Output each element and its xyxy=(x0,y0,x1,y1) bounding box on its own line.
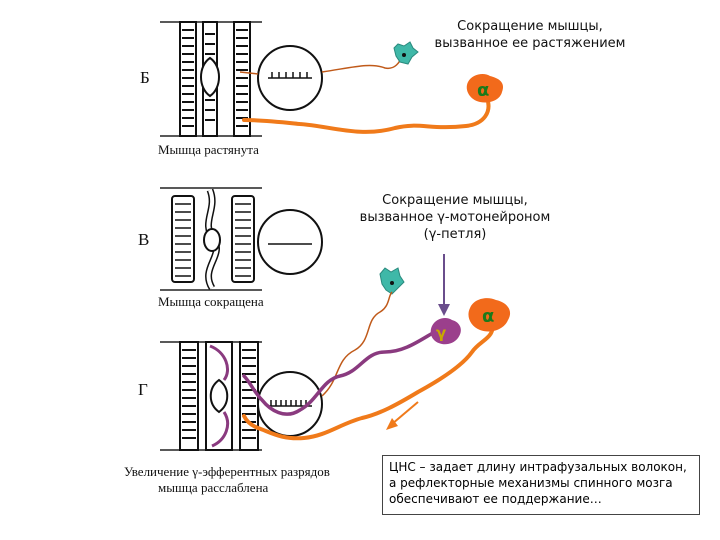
panel-g-caption-line-2: мышца расслаблена xyxy=(158,480,269,495)
panel-b-alpha-label: α xyxy=(477,80,489,101)
panel-v-descending-arrow xyxy=(438,254,450,316)
panel-v-title-line-2: вызванное γ-мотонейроном xyxy=(359,210,551,225)
panel-v-striations xyxy=(175,203,251,277)
panel-b-letter: Б xyxy=(140,68,150,87)
panel-b-sensory-neuron xyxy=(393,41,419,65)
panel-b-title: Сокращение мышцы, вызванное ее растяжени… xyxy=(400,18,660,52)
panel-g-alpha-label: α xyxy=(482,306,494,327)
panel-g-muscle xyxy=(160,341,323,451)
cns-note-line-1: ЦНС – задает длину интрафузальных волоко… xyxy=(389,460,687,474)
cns-note-box: ЦНС – задает длину интрафузальных волоко… xyxy=(382,455,700,515)
panel-b-alpha-motoneuron: α xyxy=(466,74,504,103)
panel-v-title-line-1: Сокращение мышцы, xyxy=(382,193,528,208)
cns-note-line-2: а рефлекторные механизмы спинного мозга xyxy=(389,476,673,490)
panel-g-caption: Увеличение γ-эфферентных разрядов мышца … xyxy=(124,464,330,496)
panel-v-title-line-3: (γ-петля) xyxy=(423,227,487,242)
panel-v-sensory-neuron xyxy=(379,267,405,295)
panel-b-alpha-fiber xyxy=(242,96,491,134)
panel-v-title: Сокращение мышцы, вызванное γ-мотонейрон… xyxy=(340,192,570,243)
panel-v-muscle xyxy=(160,187,323,291)
panel-g-sensory-fiber xyxy=(321,291,393,397)
panel-b-muscle xyxy=(160,21,323,137)
panel-v-caption: Мышца сокращена xyxy=(158,294,264,309)
panel-b-caption: Мышца растянута xyxy=(158,142,259,157)
panel-g-striations xyxy=(182,349,256,439)
panel-g-alpha-motoneuron: α xyxy=(468,298,511,332)
panel-g-caption-line-1: Увеличение γ-эфферентных разрядов xyxy=(124,464,330,479)
panel-b-title-line-2: вызванное ее растяжением xyxy=(434,36,626,51)
panel-g-gamma-motoneuron: γ xyxy=(430,318,461,345)
panel-g-direction-arrow xyxy=(386,401,419,430)
panel-b-sensory-fiber xyxy=(239,55,403,75)
panel-g-alpha-fiber xyxy=(242,320,495,441)
panel-b-recording xyxy=(268,72,312,79)
panel-v-letter: В xyxy=(138,230,150,249)
panel-g-intrafusal-purple xyxy=(209,344,229,448)
panel-g-gamma-label: γ xyxy=(436,324,446,342)
panel-g-letter: Г xyxy=(138,380,148,399)
cns-note-line-3: обеспечивают ее поддержание… xyxy=(389,492,602,506)
panel-g-gamma-fiber xyxy=(242,328,440,416)
panel-b-title-line-1: Сокращение мышцы, xyxy=(457,19,603,34)
panel-b-striations xyxy=(182,29,248,127)
